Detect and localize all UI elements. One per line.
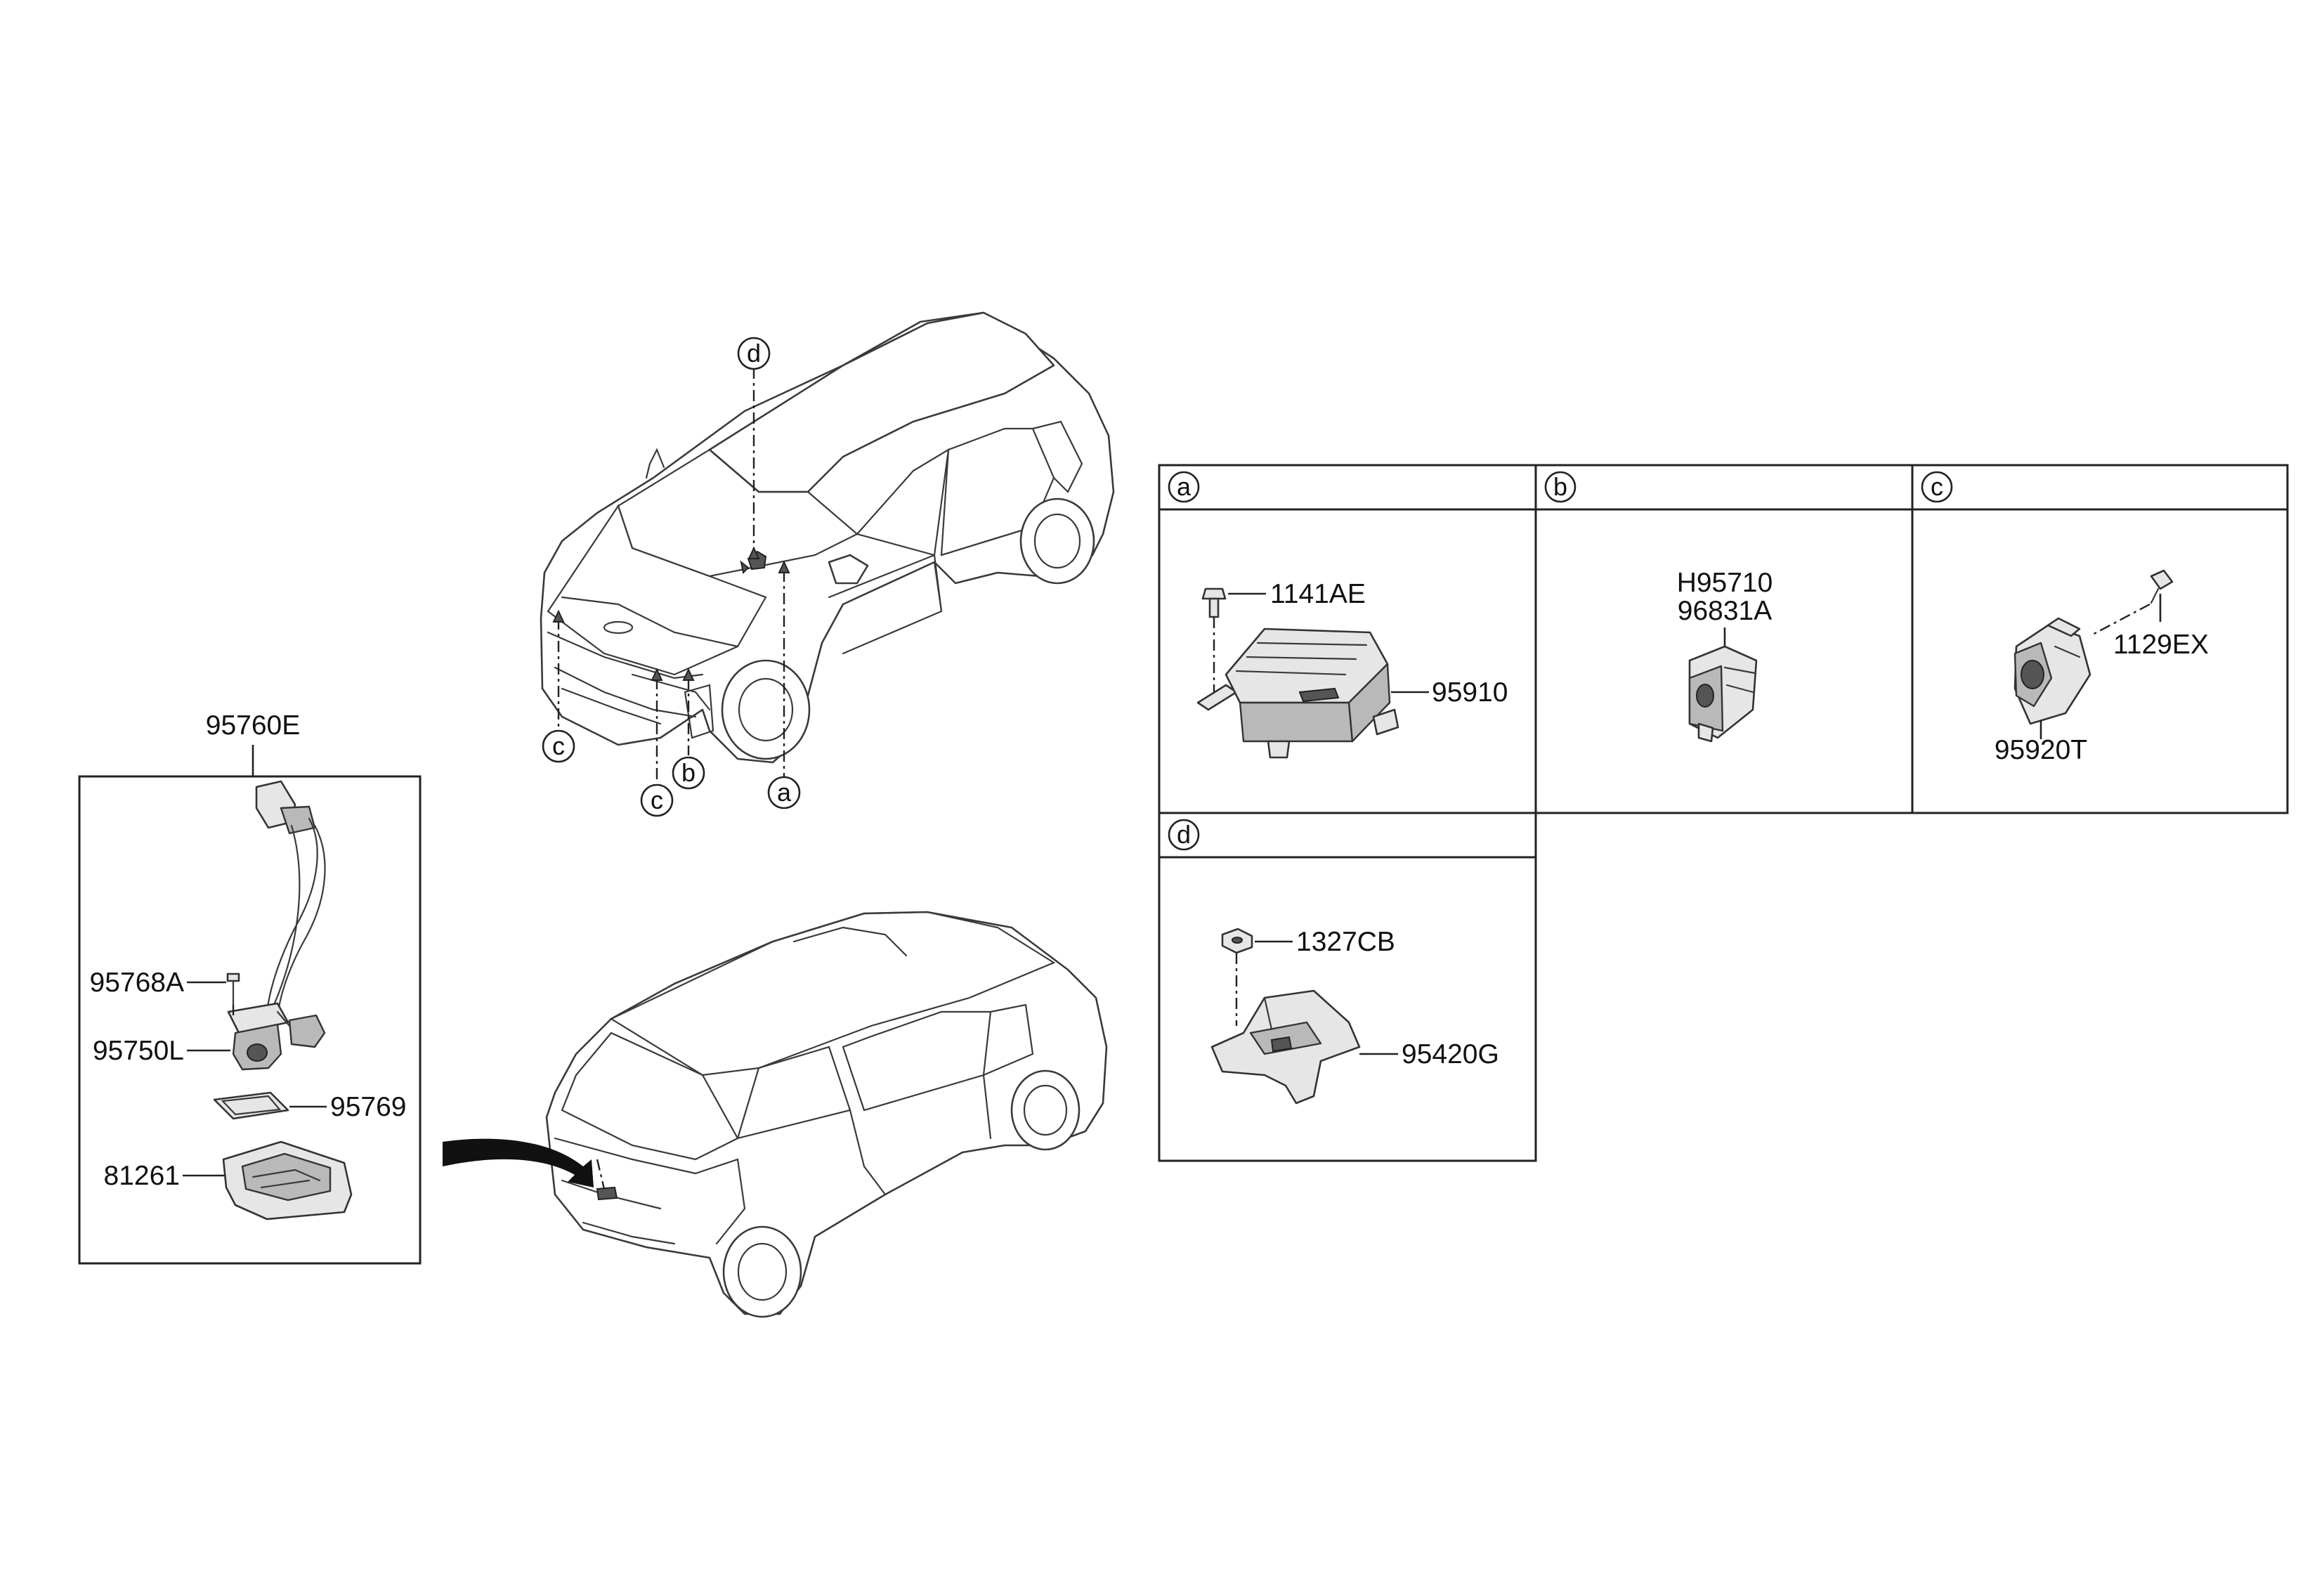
part-label-95768A: 95768A [90,968,184,998]
panel-c-content: 1129EX 95920T [1995,569,2209,765]
panel-a-letter: a [1177,472,1192,501]
callout-c-left-label: c [552,731,565,760]
panel-a-content: 1141AE 95910 [1196,579,1508,759]
callout-b-label: b [681,758,696,787]
front-vehicle-illustration [540,311,1115,764]
callout-a [767,776,801,809]
callout-b [672,756,705,790]
part-label-81261: 81261 [104,1161,180,1191]
detail-panel-grid: a b c d [1158,464,2289,1162]
camera-assembly-group: 95760E 95768A 95750L 95769 [78,710,422,1265]
part-label-95750L: 95750L [93,1036,184,1066]
assembly-label: 95760E [206,710,300,741]
panel-d-badge [1168,819,1200,851]
rear-vehicle-illustration [545,911,1108,1318]
panel-a-badge [1168,471,1200,503]
part-label-95420G: 95420G [1402,1039,1499,1069]
panel-d-content: 1327CB 95420G [1210,927,1499,1105]
part-label-95769: 95769 [330,1092,406,1122]
panel-b-badge [1544,471,1576,503]
arrow-to-camera [443,1138,594,1187]
panel-b-letter: b [1553,472,1567,501]
callout-d [737,337,771,370]
part-label-95920T: 95920T [1995,735,2087,765]
callout-a-label: a [777,778,792,807]
part-label-96831A: 96831A [1678,596,1772,626]
callout-c-center [640,783,674,817]
panel-b-content: H95710 96831A [1677,568,1773,743]
front-vehicle-callouts: d c c b a [542,337,801,817]
part-label-95910: 95910 [1432,677,1508,708]
assembly-frame [78,775,422,1265]
panel-d-letter: d [1177,820,1191,849]
callout-c-center-label: c [651,786,663,814]
callout-d-label: d [747,339,761,367]
part-label-1327CB: 1327CB [1296,927,1395,957]
part-label-H95710: H95710 [1677,568,1773,598]
panel-c-letter: c [1931,472,1943,501]
part-label-1129EX: 1129EX [2113,630,2209,660]
callout-c-left [542,729,575,763]
panel-c-badge [1921,471,1953,503]
part-label-1141AE: 1141AE [1270,579,1366,609]
